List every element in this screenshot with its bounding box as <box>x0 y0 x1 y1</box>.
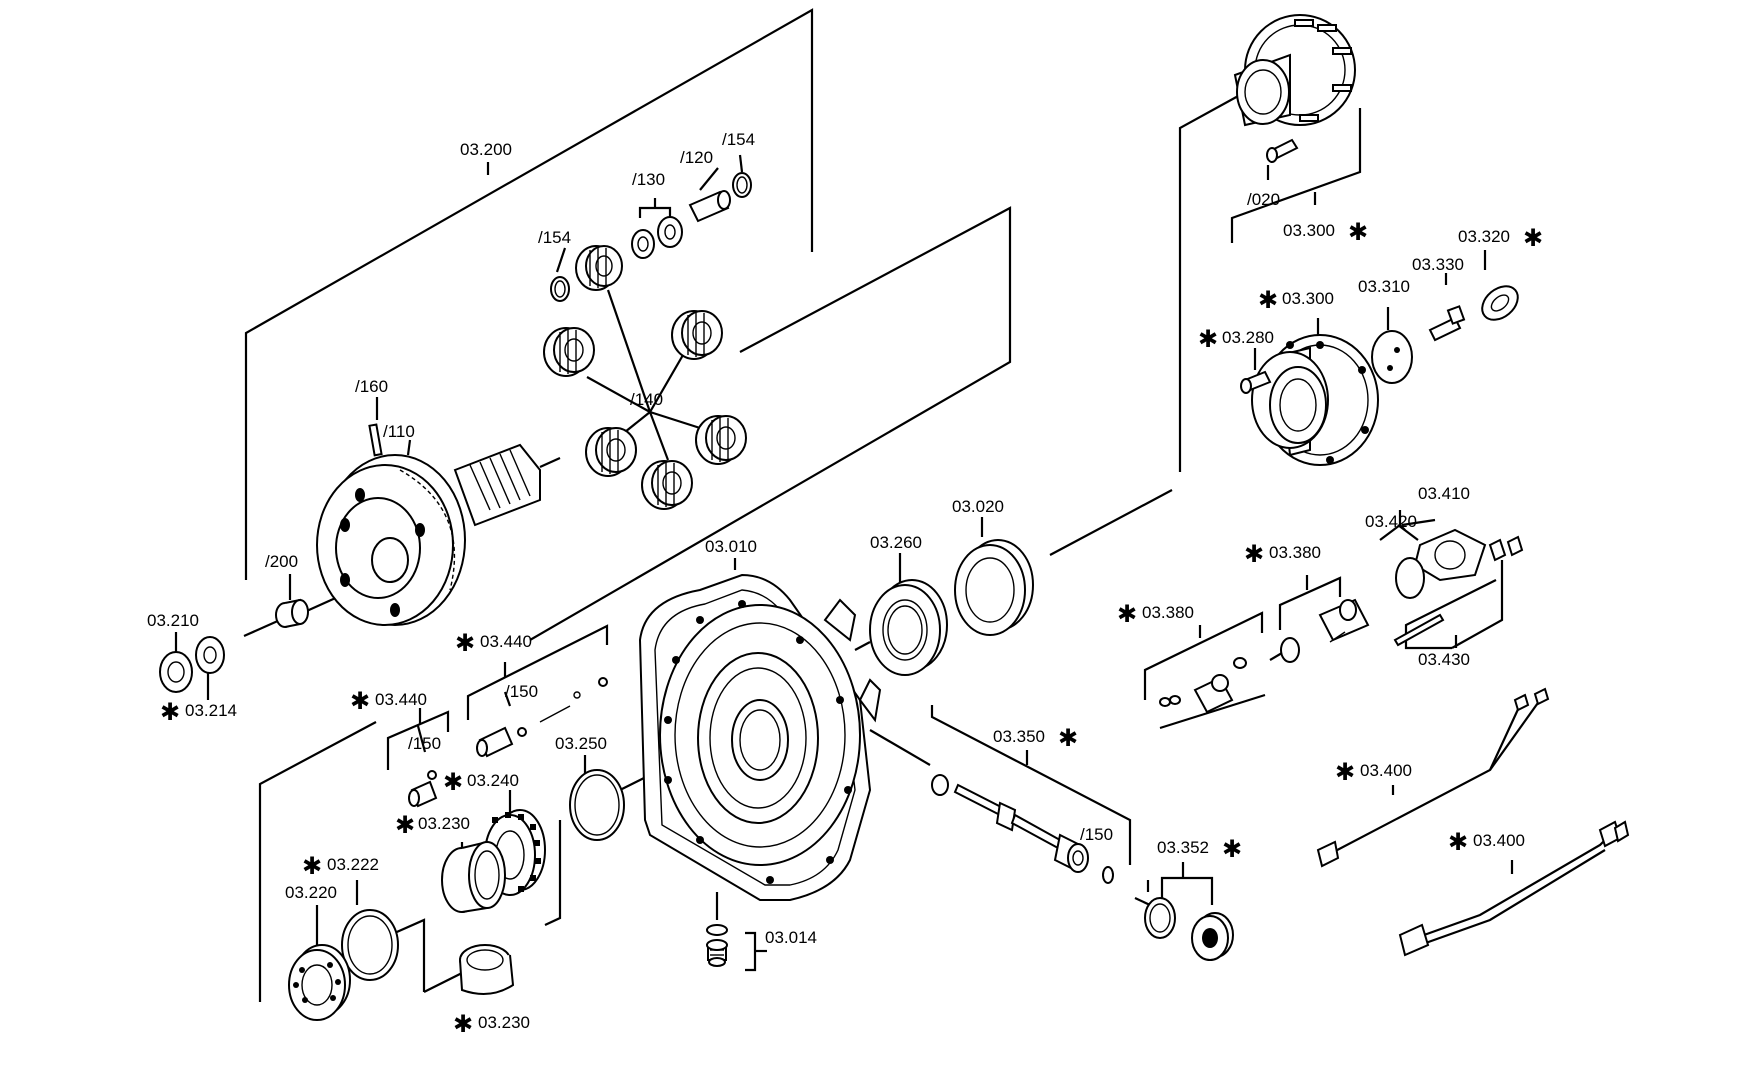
callout-03-260: 03.260 <box>870 533 922 552</box>
callout-03-214-star: ✱ <box>160 698 180 726</box>
sleeve-230-lower <box>459 944 515 995</box>
seal-020 <box>954 539 1034 636</box>
callout-03-300a-star: ✱ <box>1348 218 1368 246</box>
callout-150b: /150 <box>408 734 441 753</box>
callout-03-300b: 03.300 <box>1282 289 1334 308</box>
plug-150-left <box>408 677 608 808</box>
washer-310 <box>1371 330 1413 384</box>
planet-gear-140 <box>543 245 747 510</box>
callout-03-230a-star: ✱ <box>395 811 415 839</box>
callout-03-240: 03.240 <box>467 771 519 790</box>
callout-03-420: 03.420 <box>1365 512 1417 531</box>
callout-03-430: 03.430 <box>1418 650 1470 669</box>
seal-ring-222 <box>341 909 399 981</box>
callout-03-240-star: ✱ <box>443 768 463 796</box>
callout-140: /140 <box>630 390 663 409</box>
callout-03-352-star: ✱ <box>1222 835 1242 863</box>
callout-03-350: 03.350 <box>993 727 1045 746</box>
callout-03-380b-star: ✱ <box>1117 600 1137 628</box>
parts-artwork <box>159 14 1630 1021</box>
sensor-380-upper <box>1280 598 1370 663</box>
callout-03-300b-star: ✱ <box>1258 286 1278 314</box>
gearbox-housing-010 <box>638 573 882 901</box>
callout-154b: /154 <box>538 228 571 247</box>
callout-03-352: 03.352 <box>1157 838 1209 857</box>
bolt-330 <box>1428 305 1466 342</box>
callout-03-440b: 03.440 <box>375 690 427 709</box>
callout-200: /200 <box>265 552 298 571</box>
sensor-380-lower <box>1159 657 1247 714</box>
output-flange-300 <box>1240 334 1379 466</box>
snap-ring-154 <box>550 172 752 302</box>
callout-03-330: 03.330 <box>1412 255 1464 274</box>
planet-carrier-110 <box>316 423 541 626</box>
callout-03-440a: 03.440 <box>480 632 532 651</box>
sleeve-230-upper <box>441 840 506 913</box>
callout-03-220: 03.220 <box>285 883 337 902</box>
callout-03-280: 03.280 <box>1222 328 1274 347</box>
plug-352 <box>1144 897 1234 961</box>
callout-03-250: 03.250 <box>555 734 607 753</box>
callout-150a: /150 <box>505 682 538 701</box>
callout-03-400b: 03.400 <box>1473 831 1525 850</box>
callout-03-300a: 03.300 <box>1283 221 1335 240</box>
seal-ring-250 <box>569 769 625 841</box>
callout-03-280-star: ✱ <box>1198 325 1218 353</box>
callout-150c: /150 <box>1080 825 1113 844</box>
callout-03-222-star: ✱ <box>302 852 322 880</box>
bushing-200 <box>275 598 309 628</box>
bearing-260 <box>869 579 948 676</box>
callout-03-410: 03.410 <box>1418 484 1470 503</box>
callout-03-010: 03.010 <box>705 537 757 556</box>
callout-03-214: 03.214 <box>185 701 237 720</box>
callout-03-380a: 03.380 <box>1269 543 1321 562</box>
callout-03-230b: 03.230 <box>478 1013 530 1032</box>
callout-03-440a-star: ✱ <box>455 629 475 657</box>
callout-labels: 03.200 /154 /120 /130 /154 /140 /160 /11… <box>147 130 1543 1038</box>
callout-020: /020 <box>1247 190 1280 209</box>
needle-bearings-130 <box>631 216 683 259</box>
callout-03-380a-star: ✱ <box>1244 540 1264 568</box>
output-flange-top <box>1233 14 1356 163</box>
callout-03-310: 03.310 <box>1358 277 1410 296</box>
callout-03-230a: 03.230 <box>418 814 470 833</box>
wiring-harness-400 <box>1316 687 1630 957</box>
callout-03-400a: 03.400 <box>1360 761 1412 780</box>
callout-03-400a-star: ✱ <box>1335 758 1355 786</box>
drain-plug-014 <box>706 924 728 967</box>
callout-130: /130 <box>632 170 665 189</box>
callout-03-440b-star: ✱ <box>350 687 370 715</box>
callout-03-320-star: ✱ <box>1523 224 1543 252</box>
callout-160: /160 <box>355 377 388 396</box>
pin-120 <box>688 190 731 223</box>
cover-410 <box>1393 528 1524 647</box>
callout-03-222: 03.222 <box>327 855 379 874</box>
callout-03-210: 03.210 <box>147 611 199 630</box>
callout-120: /120 <box>680 148 713 167</box>
callout-03-200: 03.200 <box>460 140 512 159</box>
bearing-220 <box>288 944 351 1021</box>
callout-03-014: 03.014 <box>765 928 817 947</box>
callout-03-380b: 03.380 <box>1142 603 1194 622</box>
callout-03-400b-star: ✱ <box>1448 828 1468 856</box>
callout-03-320: 03.320 <box>1458 227 1510 246</box>
washers-210-214 <box>159 636 225 693</box>
callout-03-350-star: ✱ <box>1058 724 1078 752</box>
callout-154a: /154 <box>722 130 755 149</box>
callout-110: /110 <box>383 422 415 441</box>
speed-sensor-350 <box>931 774 1114 884</box>
lock-plate-320 <box>1481 285 1519 321</box>
callout-03-230b-star: ✱ <box>453 1010 473 1038</box>
callout-03-020: 03.020 <box>952 497 1004 516</box>
